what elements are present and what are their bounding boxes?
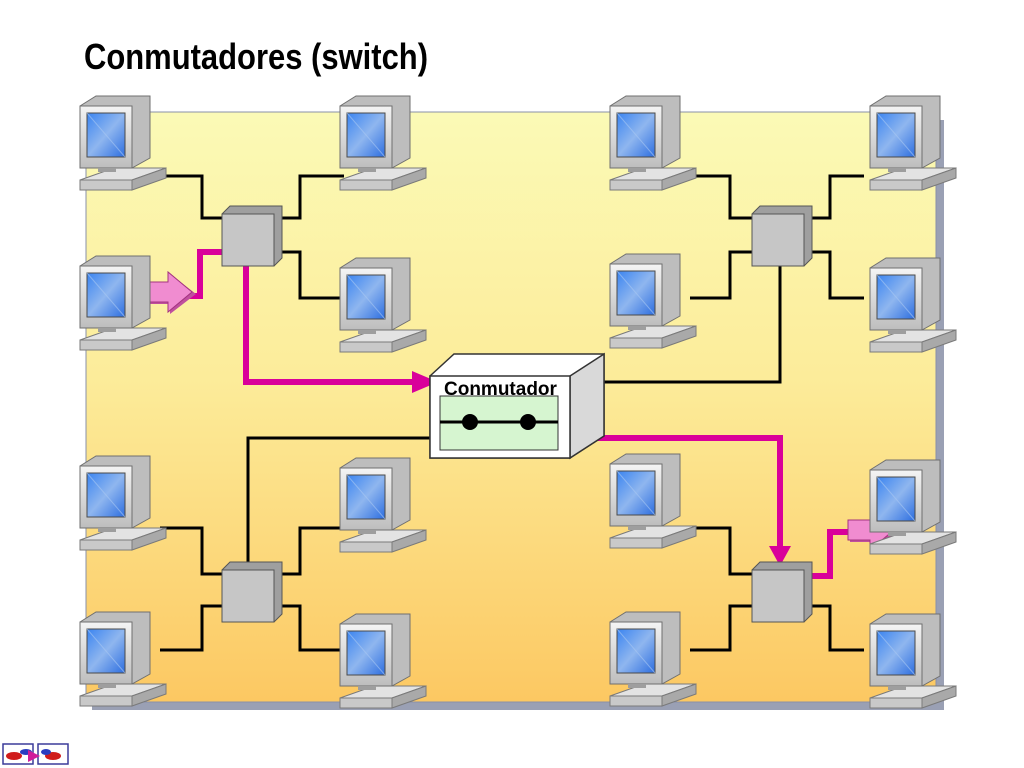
- data-flow-arrowhead-switch: [412, 371, 438, 393]
- data-flow-arrowhead-hub: [769, 546, 791, 566]
- hub-bottom-left: [221, 561, 283, 623]
- hub-top-right: [751, 205, 813, 267]
- central-switch: Conmutador: [429, 352, 605, 460]
- navigation-arrows-icon[interactable]: [2, 743, 69, 765]
- slide-title: Conmutadores (switch): [84, 36, 429, 77]
- hub-top-left: [221, 205, 283, 267]
- central-switch-label: Conmutador: [444, 379, 558, 400]
- hub-bottom-right: [751, 561, 813, 623]
